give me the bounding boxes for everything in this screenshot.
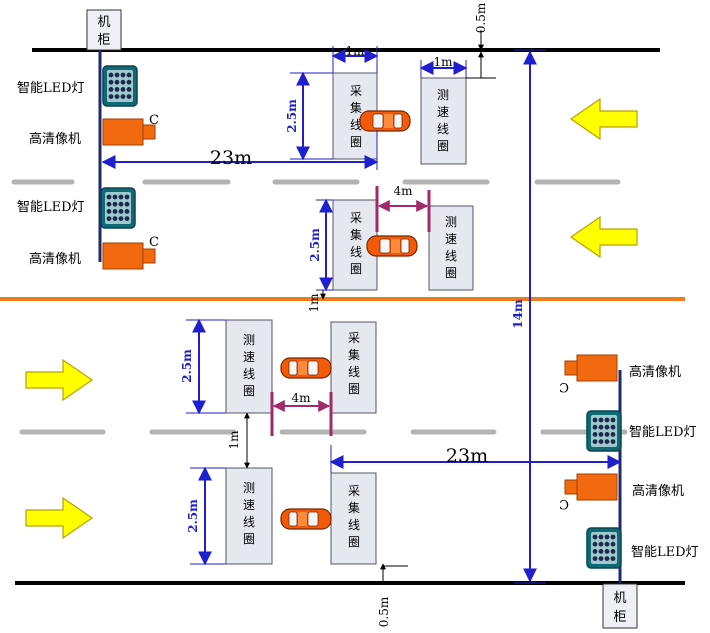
- cabinet-top-label-1: 机: [97, 15, 110, 30]
- camera-label: 高清像机: [629, 364, 681, 380]
- dim-distance-lower: 23m: [446, 445, 488, 467]
- loop-label-char: 线: [243, 515, 255, 529]
- dim-capture-width-upper: 1m: [345, 44, 365, 58]
- led-label: 智能LED灯: [631, 545, 699, 560]
- led-light-icon: [102, 65, 138, 107]
- dim-distance-upper: 23m: [210, 147, 252, 169]
- dim-median-offset: 1m: [307, 293, 321, 313]
- cabinet-bottom: 机 柜: [602, 583, 638, 629]
- cabinet-top: 机 柜: [86, 9, 122, 51]
- loop-gap-markers: [270, 186, 431, 436]
- camera-mark: C: [559, 496, 569, 511]
- loop-label-char: 圈: [348, 535, 360, 549]
- loop-label-char: 线: [445, 249, 457, 263]
- dim-loop-length-lower-2: 2.5m: [186, 499, 200, 533]
- dim-edge-offset-top: 0.5m: [474, 2, 488, 33]
- loop-label-char: 圈: [243, 384, 255, 398]
- hd-camera-icon: [102, 242, 156, 270]
- loop-label-char: 速: [243, 498, 255, 512]
- led-label: 智能LED灯: [17, 200, 85, 215]
- loop-label-char: 线: [348, 518, 360, 532]
- loop-label-char: 采: [350, 84, 362, 98]
- camera-label: 高清像机: [632, 483, 684, 499]
- dim-edge-offset-bottom: 0.5m: [377, 596, 391, 627]
- car-icon: [366, 235, 418, 257]
- speed-loop-upper-2: [428, 205, 474, 291]
- loop-label-char: 采: [348, 484, 360, 498]
- cabinet-bottom-label-1: 机: [613, 591, 626, 606]
- loop-label-char: 集: [350, 100, 362, 115]
- hd-camera-icon: [564, 354, 618, 382]
- traffic-direction-arrow-icon: [25, 358, 94, 402]
- cabinet-bottom-label-2: 柜: [613, 610, 626, 625]
- loop-label-char: 集: [348, 347, 360, 362]
- car-icon: [280, 357, 332, 379]
- led-light-icon: [100, 187, 136, 229]
- loop-label-char: 圈: [348, 382, 360, 396]
- dim-loop-spacing-lower: 1m: [227, 430, 241, 450]
- hd-camera-icon: [102, 118, 156, 146]
- loop-label-char: 测: [445, 215, 457, 229]
- loop-label-char: 圈: [243, 532, 255, 546]
- loop-label-char: 采: [348, 331, 360, 345]
- loop-label-char: 线: [243, 367, 255, 381]
- dimension-lines-blue: [101, 46, 622, 584]
- dimension-lines-black: [244, 30, 496, 583]
- dim-speed-width-upper: 1m: [433, 55, 453, 69]
- loop-label-char: 测: [437, 88, 449, 102]
- loop-label-char: 圈: [350, 262, 362, 276]
- loop-label-char: 圈: [445, 266, 457, 280]
- hd-camera-icon: [564, 473, 618, 501]
- cabinet-top-label-2: 柜: [97, 33, 110, 48]
- camera-label: 高清像机: [29, 131, 81, 147]
- dim-road-width: 14m: [511, 299, 525, 329]
- loop-label-char: 线: [348, 365, 360, 379]
- loop-label-char: 线: [350, 118, 362, 132]
- led-label: 智能LED灯: [17, 81, 85, 96]
- dim-loop-length-upper-2: 2.5m: [308, 228, 322, 262]
- camera-mark: C: [149, 235, 159, 250]
- dim-loop-length-upper-1: 2.5m: [285, 99, 299, 133]
- loop-boxes: [225, 72, 474, 565]
- dim-loop-length-lower-1: 2.5m: [180, 349, 194, 383]
- led-light-icon: [586, 410, 622, 452]
- dim-gap-lower: 4m: [291, 391, 311, 405]
- loop-label-char: 测: [243, 333, 255, 347]
- camera-mark: C: [559, 379, 569, 394]
- loop-label-char: 集: [350, 227, 362, 242]
- loop-label-char: 圈: [350, 135, 362, 149]
- speed-loop-upper-1: [420, 77, 467, 165]
- led-label: 智能LED灯: [629, 425, 697, 440]
- traffic-direction-arrow-icon: [25, 496, 94, 540]
- loop-label-char: 圈: [437, 139, 449, 153]
- capture-loop-lower-2: [330, 472, 377, 565]
- traffic-direction-arrow-icon: [569, 97, 638, 141]
- loop-label-char: 速: [437, 105, 449, 119]
- loop-label-char: 测: [243, 481, 255, 495]
- dim-gap-upper: 4m: [393, 184, 413, 198]
- camera-label: 高清像机: [29, 251, 81, 267]
- loop-label-char: 线: [350, 245, 362, 259]
- speed-loop-lower-2: [225, 467, 273, 565]
- camera-mark: C: [149, 113, 159, 128]
- led-light-icon: [586, 527, 622, 569]
- loop-label-char: 速: [243, 350, 255, 364]
- speed-loop-lower-1: [225, 319, 273, 414]
- car-icon: [280, 508, 332, 530]
- car-icon: [359, 110, 411, 132]
- traffic-direction-arrow-icon: [569, 215, 638, 259]
- loop-label-char: 集: [348, 500, 360, 515]
- loop-label-char: 采: [350, 211, 362, 225]
- loop-label-char: 速: [445, 232, 457, 246]
- loop-label-char: 线: [437, 122, 449, 136]
